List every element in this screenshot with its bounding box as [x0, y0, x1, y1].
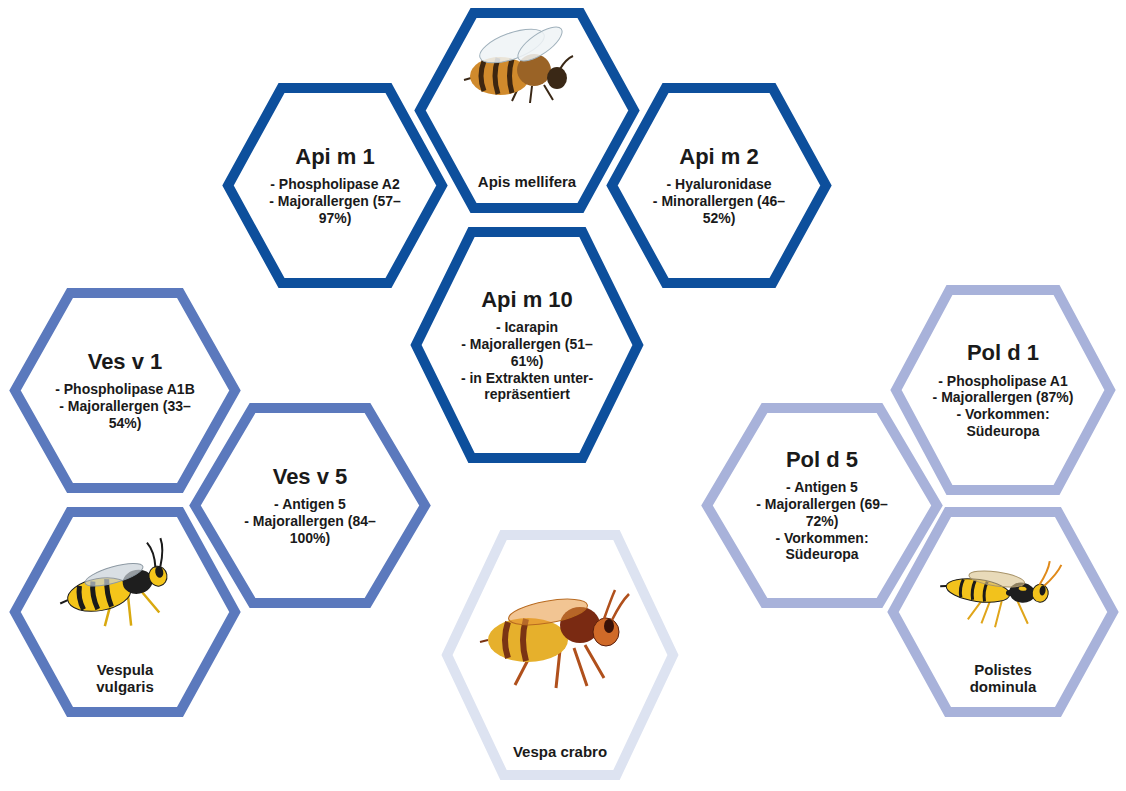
paper-wasp-illustration: [936, 547, 1062, 636]
hexagon-border: [447, 535, 673, 775]
species-hexagon: Polistes dominula: [888, 507, 1118, 717]
allergen-name: Pol d 1: [967, 340, 1039, 365]
hexagon-border: [195, 408, 425, 603]
allergen-detail: - Majorallergen (51–61%): [451, 336, 603, 370]
allergen-hexagon: Api m 2 - Hyaluronidase- Minorallergen (4…: [607, 83, 831, 288]
species-name: Vespula vulgaris: [70, 661, 180, 696]
allergen-name: Api m 1: [295, 144, 374, 169]
allergen-name: Pol d 5: [786, 447, 858, 472]
allergen-detail: - Phospholipase A1: [938, 373, 1067, 390]
bee-head: [547, 67, 567, 89]
hexagon-border: [707, 408, 937, 603]
allergen-detail: - Vorkommen: Südeuropa: [927, 406, 1079, 440]
allergen-detail: - Majorallergen (57–97%): [259, 193, 411, 227]
allergen-hexagon: Ves v 1 - Phospholipase A1B- Majorallerge…: [10, 288, 240, 493]
allergen-name: Ves v 1: [88, 349, 163, 374]
species-name: Vespa crabro: [513, 743, 607, 760]
hexagon-border: [612, 88, 826, 283]
allergen-name: Api m 2: [679, 144, 758, 169]
allergen-hexagon: Api m 10 - Icarapin- Majorallergen (51–61…: [411, 227, 643, 463]
hexagon-border: [896, 290, 1110, 490]
hexagon-border: [420, 13, 634, 208]
allergen-name: Api m 10: [481, 287, 573, 312]
hexagon-border: [15, 293, 235, 488]
wasp-illustration: [52, 538, 175, 637]
allergen-name: Ves v 5: [273, 464, 348, 489]
paper-wasp-spot: [1018, 586, 1026, 591]
allergen-detail: - Majorallergen (69–72%): [746, 496, 898, 530]
allergen-detail: - Majorallergen (84–100%): [234, 513, 386, 547]
hornet-bands: [505, 619, 526, 661]
allergen-detail: - Majorallergen (87%): [933, 389, 1074, 406]
species-name: Polistes dominula: [948, 661, 1058, 696]
species-hexagon: Apis mellifera: [415, 8, 639, 213]
allergen-detail: - Phospholipase A2: [270, 176, 399, 193]
paper-wasp-sting: [940, 585, 946, 587]
species-name: Apis mellifera: [478, 173, 576, 190]
paper-wasp-wing: [968, 568, 1025, 590]
paper-wasp-eye: [1039, 585, 1046, 596]
hornet-illustration: [480, 590, 629, 688]
hexagon-border: [15, 512, 235, 712]
wasp-head: [147, 565, 168, 588]
allergen-detail: - Minorallergen (46–52%): [643, 193, 795, 227]
allergen-hexagon: Api m 1 - Phospholipase A2- Majorallergen…: [223, 83, 447, 288]
bee-sting: [464, 78, 471, 80]
allergen-detail: - in Extrakten unter-repräsentiert: [451, 370, 603, 404]
allergen-detail: - Icarapin: [496, 319, 558, 336]
allergen-hexagon: Ves v 5 - Antigen 5- Majorallergen (84–10…: [190, 403, 430, 608]
hornet-sting: [480, 640, 488, 642]
wasp-antenna: [147, 538, 166, 568]
hornet-head: [593, 618, 619, 646]
species-hexagon: Vespula vulgaris: [10, 507, 240, 717]
allergen-detail: - Hyaluronidase: [666, 176, 771, 193]
hornet-wing: [507, 594, 590, 630]
paper-wasp-antenna: [1039, 560, 1061, 587]
allergen-hexagon: Pol d 5 - Antigen 5- Majorallergen (69–72…: [702, 403, 942, 608]
hexagon-border: [416, 232, 638, 458]
bee-antenna: [560, 56, 573, 69]
wasp-wing: [83, 559, 145, 591]
bee-wing: [513, 21, 567, 67]
hexagon-border: [893, 512, 1113, 712]
species-hexagon: Vespa crabro: [442, 530, 678, 780]
hexagon-border: [228, 88, 442, 283]
allergen-detail: - Phospholipase A1B: [55, 381, 195, 398]
allergen-detail: - Majorallergen (33–54%): [49, 398, 201, 432]
wasp-sting: [60, 600, 68, 603]
allergen-detail: - Vorkommen: Südeuropa: [746, 530, 898, 564]
bee-stripes: [481, 58, 512, 94]
allergen-detail: - Antigen 5: [786, 479, 858, 496]
allergen-hexagon: Pol d 1 - Phospholipase A1- Majorallergen…: [891, 285, 1115, 495]
paper-wasp-head: [1031, 583, 1049, 603]
hornet-antenna: [604, 590, 629, 620]
hornet-eye: [604, 619, 614, 633]
hexagon-outline: [442, 530, 678, 780]
allergen-detail: - Antigen 5: [274, 496, 346, 513]
bee-illustration: [464, 21, 573, 103]
